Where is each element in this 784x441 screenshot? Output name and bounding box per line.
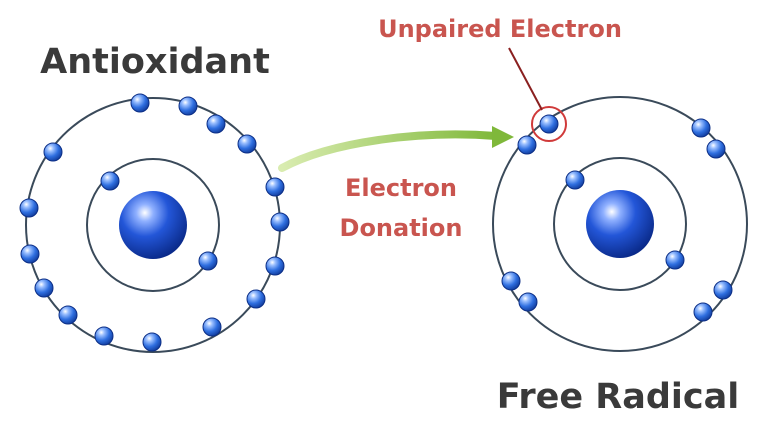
antioxidant-outer-electron (246, 289, 266, 309)
antioxidant-outer-electron (270, 212, 290, 232)
free-radical-label: Free Radical (497, 377, 740, 417)
antioxidant-outer-electron (58, 305, 78, 325)
electron-donation-label-line1: Electron (345, 174, 457, 202)
unpaired-electron (539, 114, 559, 134)
unpaired-electron-label: Unpaired Electron (378, 15, 622, 43)
antioxidant-inner-orbit (86, 158, 220, 292)
antioxidant-outer-electron (130, 93, 150, 113)
antioxidant-outer-electron (94, 326, 114, 346)
antioxidant-nucleus (119, 191, 187, 259)
free-radical-outer-electron (518, 292, 538, 312)
donation-arrow-head (492, 126, 514, 148)
antioxidant-outer-electron (43, 142, 63, 162)
free-radical-outer-electron (713, 280, 733, 300)
antioxidant-label: Antioxidant (40, 42, 270, 82)
electron-donation-label-line2: Donation (340, 214, 463, 242)
antioxidant-outer-electron (202, 317, 222, 337)
antioxidant-outer-electron (19, 198, 39, 218)
free-radical-atom (492, 96, 748, 352)
unpaired-electron-highlight (531, 106, 567, 142)
free-radical-outer-electron (501, 271, 521, 291)
antioxidant-outer-electron (265, 177, 285, 197)
free-radical-outer-electron (693, 302, 713, 322)
free-radical-outer-orbit (492, 96, 748, 352)
antioxidant-outer-electron (34, 278, 54, 298)
free-radical-inner-electron (565, 170, 585, 190)
antioxidant-outer-electron (265, 256, 285, 276)
antioxidant-inner-electron (100, 171, 120, 191)
antioxidant-outer-electron (178, 96, 198, 116)
free-radical-inner-orbit (553, 157, 687, 291)
antioxidant-electrons (19, 93, 290, 352)
free-radical-outer-electron (691, 118, 711, 138)
free-radical-inner-electron (665, 250, 685, 270)
free-radical-outer-electron (706, 139, 726, 159)
antioxidant-inner-electron (198, 251, 218, 271)
antioxidant-outer-electron (237, 134, 257, 154)
donation-arrow (278, 126, 514, 172)
free-radical-outer-electron (517, 135, 537, 155)
antioxidant-outer-electron (142, 332, 162, 352)
antioxidant-outer-electron (206, 114, 226, 134)
unpaired-electron-pointer (508, 47, 543, 111)
antioxidant-outer-electron (20, 244, 40, 264)
free-radical-electrons (501, 114, 733, 322)
antioxidant-atom (19, 93, 290, 353)
free-radical-nucleus (586, 190, 654, 258)
